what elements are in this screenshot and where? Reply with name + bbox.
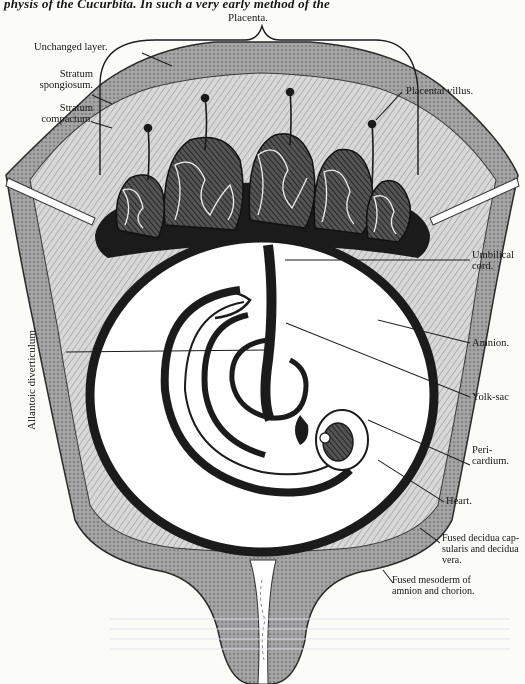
label-unchanged-layer: Unchanged layer.	[34, 42, 107, 53]
label-stratum-spongiosum: Stratum spongiosum.	[35, 69, 93, 91]
label-fused-decidua: Fused decidua cap- sularis and decidua v…	[442, 533, 519, 566]
label-placenta: Placenta.	[228, 13, 268, 24]
label-amnion: Amnion.	[472, 338, 509, 349]
label-fused-mesoderm: Fused mesoderm of amnion and chorion.	[392, 575, 474, 597]
label-yolk-sac: Yolk-sac	[472, 392, 509, 403]
label-placental-villus: Placental villus.	[406, 86, 473, 97]
bleed-through-text	[110, 618, 510, 658]
label-umbilical-cord: Umbilical cord.	[472, 250, 514, 272]
label-heart: Heart.	[446, 496, 472, 507]
label-stratum-compactum: Stratum compactum.	[35, 103, 93, 125]
label-pericardium: Peri- cardium.	[472, 445, 509, 467]
label-allantoic-diverticulum: Allantoic diverticulum.	[26, 327, 38, 430]
